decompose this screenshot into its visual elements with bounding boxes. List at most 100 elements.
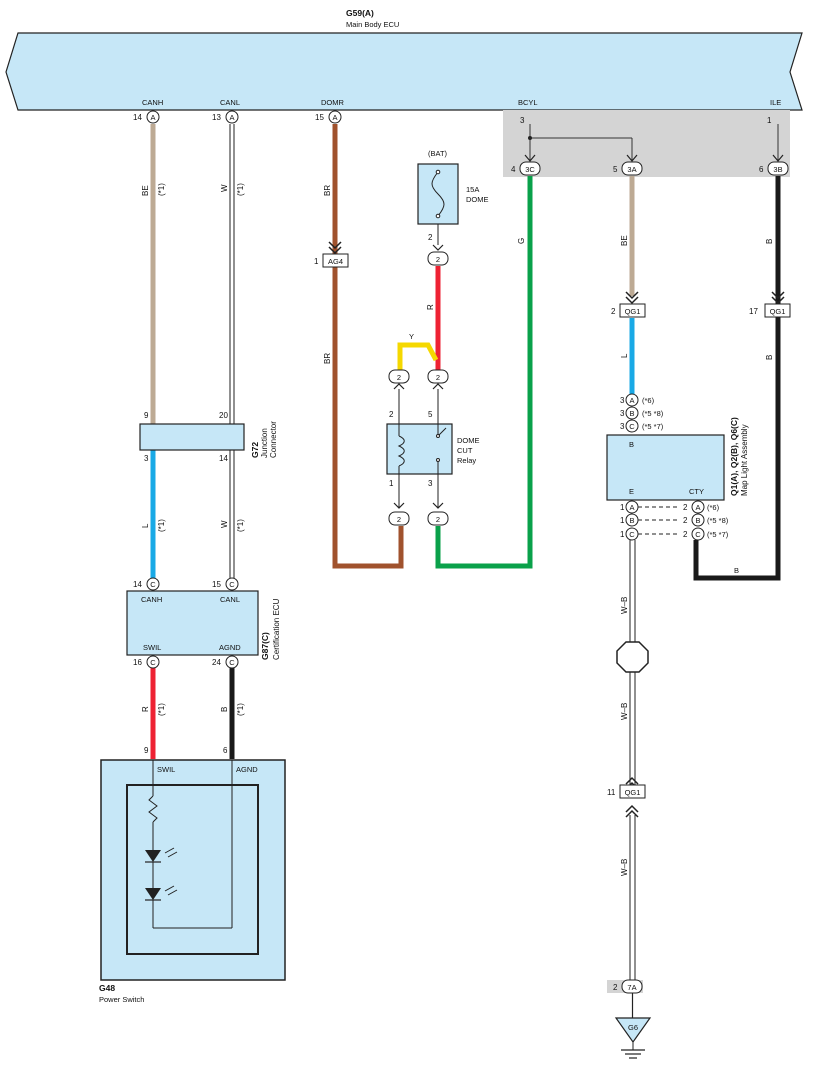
splice-point	[616, 641, 649, 673]
wire-domr	[332, 124, 404, 569]
label-canl-note: (*1)	[236, 183, 245, 196]
label-canl-w: W	[220, 184, 229, 192]
svg-text:G87(C): G87(C)	[260, 632, 270, 660]
svg-text:14: 14	[133, 580, 142, 589]
svg-text:1: 1	[389, 479, 394, 488]
svg-text:5: 5	[613, 165, 618, 174]
svg-text:2: 2	[611, 307, 616, 316]
svg-text:(*5 *7): (*5 *7)	[642, 422, 664, 431]
svg-text:2: 2	[397, 373, 401, 382]
terminal-domr: DOMR	[321, 98, 344, 107]
label-cty-b: B	[734, 566, 739, 575]
svg-text:C: C	[629, 530, 635, 539]
svg-text:4: 4	[511, 165, 516, 174]
label-canh-be: BE	[141, 185, 150, 196]
label-map-be: BE	[620, 235, 629, 246]
main-ecu-code: G59(A)	[346, 8, 374, 18]
svg-text:15A: 15A	[466, 185, 479, 194]
ecu-pin-canl: A 13	[212, 110, 239, 124]
svg-text:A: A	[695, 503, 700, 512]
fuse-15a-dome: (BAT) 15A DOME 2 2	[417, 149, 489, 266]
svg-text:15: 15	[212, 580, 221, 589]
svg-text:1: 1	[620, 530, 625, 539]
connector-qg1-right: QG1 17	[749, 291, 791, 318]
svg-text:A: A	[629, 396, 634, 405]
svg-text:3: 3	[428, 479, 433, 488]
svg-text:Certification ECU: Certification ECU	[272, 598, 281, 660]
svg-text:2: 2	[436, 255, 440, 264]
svg-text:AG4: AG4	[328, 257, 343, 266]
svg-text:16: 16	[133, 658, 142, 667]
dome-cut-relay: 2 2 2 5 DOME CUT Relay 1 3 2 2	[386, 369, 480, 526]
terminal-ile: ILE	[770, 98, 781, 107]
label-w-canl: W	[220, 520, 229, 528]
svg-text:A: A	[150, 113, 155, 122]
svg-text:SWIL: SWIL	[157, 765, 175, 774]
svg-text:B: B	[629, 440, 634, 449]
svg-text:15: 15	[315, 113, 324, 122]
grey-junction-area	[503, 110, 790, 177]
svg-text:Relay: Relay	[457, 456, 476, 465]
wire-yellow	[397, 342, 439, 370]
svg-text:5: 5	[428, 410, 433, 419]
svg-text:2: 2	[436, 373, 440, 382]
svg-text:C: C	[150, 658, 156, 667]
connector-3a: 3A 5	[613, 154, 643, 176]
svg-text:2: 2	[683, 516, 688, 525]
svg-text:9: 9	[144, 746, 149, 755]
terminal-bcyl: BCYL	[518, 98, 538, 107]
svg-text:14: 14	[133, 113, 142, 122]
svg-text:QG1: QG1	[770, 307, 786, 316]
label-domr-br-2: BR	[323, 353, 332, 364]
svg-text:Map Light Assembly: Map Light Assembly	[740, 424, 749, 496]
svg-text:2: 2	[428, 233, 433, 242]
svg-text:9: 9	[144, 411, 149, 420]
label-swil-note: (*1)	[157, 703, 166, 716]
svg-text:B: B	[695, 516, 700, 525]
connector-3b: 3B 6	[759, 154, 789, 176]
label-w-canl-note: (*1)	[236, 519, 245, 532]
svg-text:3: 3	[144, 454, 149, 463]
wire-green	[435, 176, 533, 569]
svg-text:Connector: Connector	[269, 421, 278, 458]
svg-text:2: 2	[436, 515, 440, 524]
g48-power-switch: 9 6 SWIL AGND G48 Power Switch	[99, 746, 286, 1004]
svg-text:13: 13	[212, 113, 221, 122]
label-domr-br-1: BR	[323, 185, 332, 196]
label-ile-b-2: B	[765, 355, 774, 360]
terminal-canh: CANH	[142, 98, 163, 107]
wire-b-cty	[693, 176, 781, 581]
svg-text:C: C	[629, 422, 635, 431]
svg-text:7A: 7A	[627, 983, 636, 992]
g87-certification-ecu: C 14 C 15 CANH CANL SWIL AGND C 16 C 24 …	[126, 577, 281, 669]
svg-text:B: B	[629, 516, 634, 525]
svg-text:C: C	[150, 580, 156, 589]
label-swil-r: R	[141, 706, 150, 712]
label-wb-2: W–B	[620, 703, 629, 720]
svg-text:3C: 3C	[525, 165, 535, 174]
svg-text:Q1(A), Q2(B), Q6(C): Q1(A), Q2(B), Q6(C)	[729, 417, 739, 496]
svg-text:2: 2	[389, 410, 394, 419]
svg-text:(*5 *7): (*5 *7)	[707, 530, 729, 539]
svg-text:C: C	[229, 580, 235, 589]
svg-text:B: B	[629, 409, 634, 418]
svg-text:1: 1	[314, 257, 319, 266]
svg-text:Junction: Junction	[260, 428, 269, 458]
label-l-canh: L	[141, 523, 150, 528]
svg-text:1: 1	[620, 516, 625, 525]
g72-junction-connector: 9 20 3 14 G72 Junction Connector	[139, 411, 278, 463]
svg-text:6: 6	[759, 165, 764, 174]
svg-text:G6: G6	[628, 1023, 638, 1032]
svg-text:20: 20	[219, 411, 228, 420]
svg-text:QG1: QG1	[625, 788, 641, 797]
connector-ag4: AG4 1	[314, 241, 349, 268]
map-light-assembly: 3 A (*6) 3 B (*5 *8) 3 C (*5 *7) B E CTY…	[606, 393, 749, 541]
svg-text:(*5 *8): (*5 *8)	[707, 516, 729, 525]
wire-wb	[629, 540, 636, 1018]
svg-text:CANH: CANH	[141, 595, 162, 604]
ecu-pin-ile-in: 1	[767, 116, 772, 125]
svg-text:3: 3	[620, 396, 625, 405]
connector-qg1-lower: QG1 11	[607, 776, 646, 818]
svg-text:2: 2	[613, 983, 618, 992]
svg-text:14: 14	[219, 454, 228, 463]
